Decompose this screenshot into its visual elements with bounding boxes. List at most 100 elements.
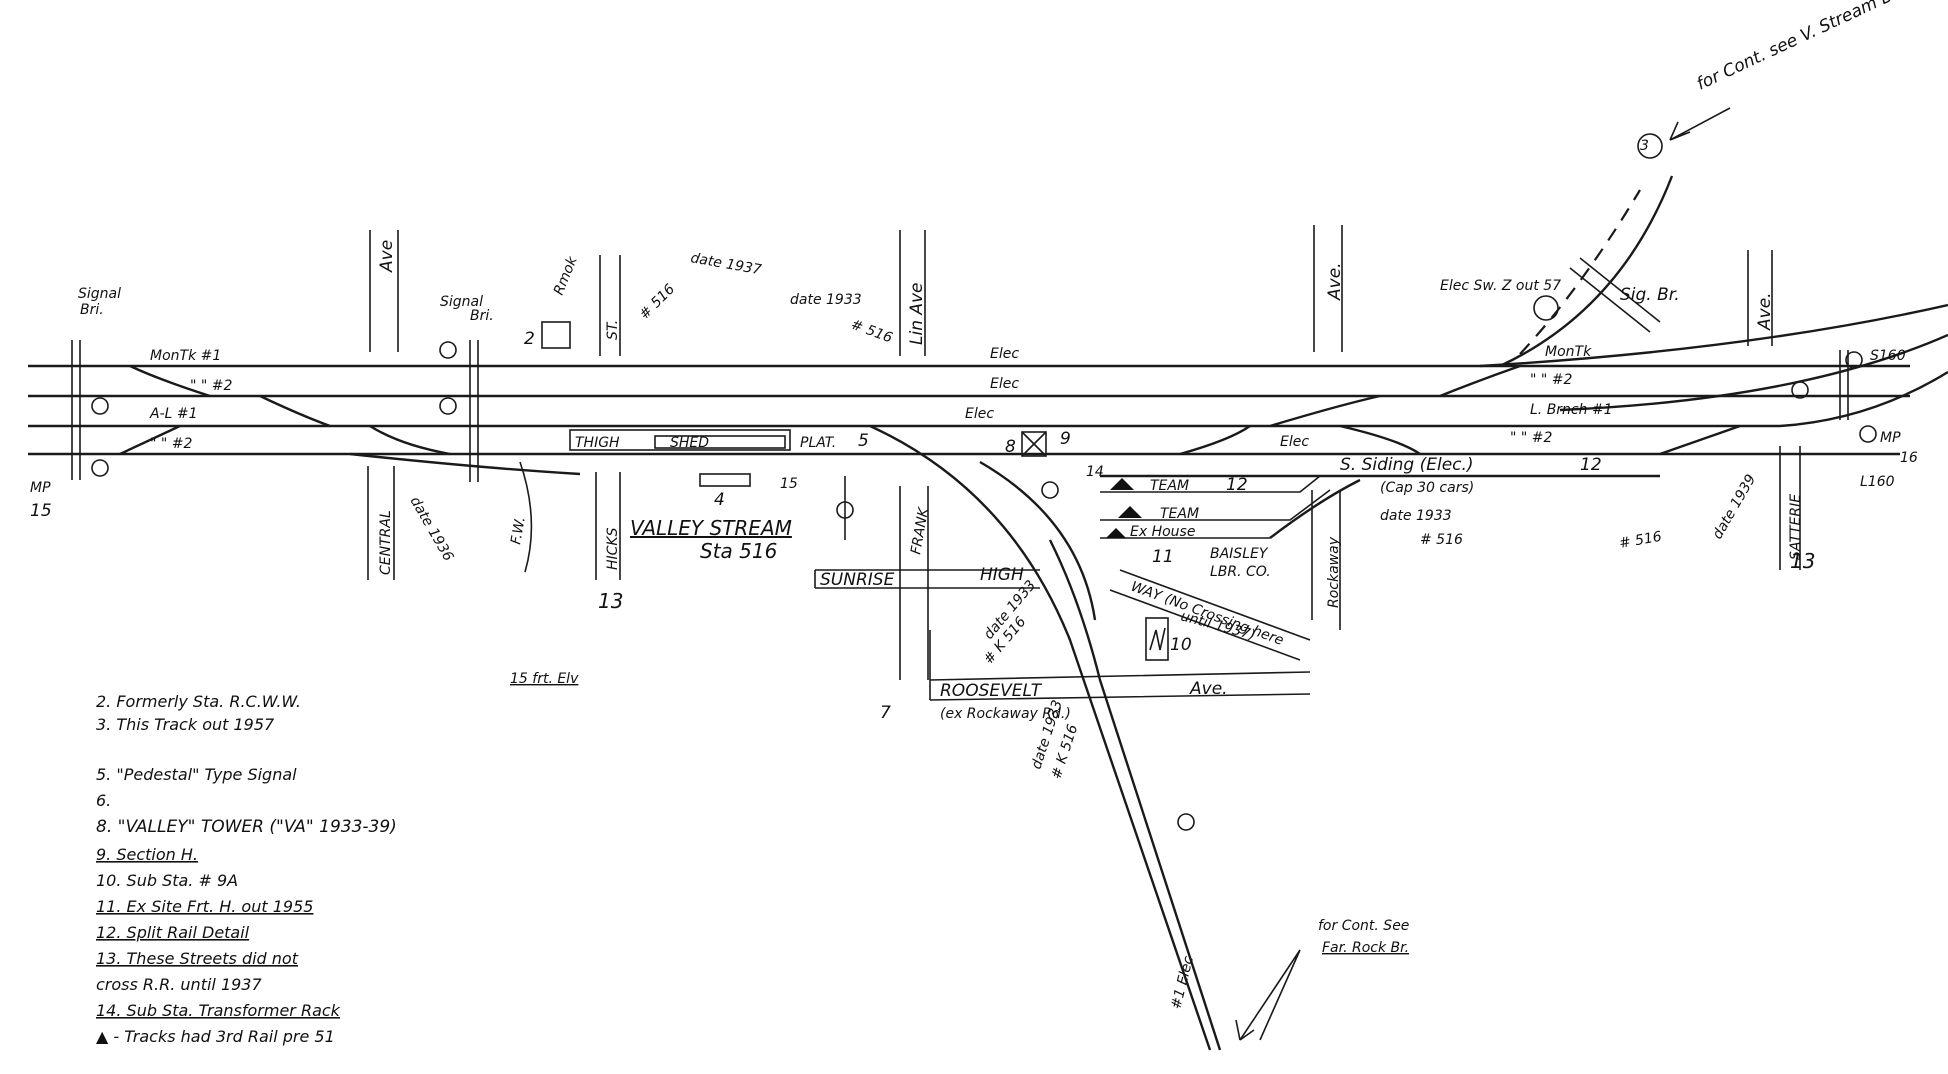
crossover-4	[369, 424, 451, 456]
label-num13a: 13	[598, 589, 623, 613]
label-station-name: VALLEY STREAM	[630, 516, 792, 540]
label-ave2: Ave.	[1325, 262, 1345, 301]
crossover-6	[1269, 394, 1381, 428]
label-num5: 5	[858, 431, 869, 451]
street-lin-ave	[899, 230, 926, 356]
substation-10	[1145, 617, 1169, 661]
label-mp16-num: 16	[1900, 450, 1918, 466]
label-s160: S160	[1870, 348, 1906, 364]
branch-track-inner	[1048, 539, 1222, 1051]
label-date1937: date 1937	[689, 250, 762, 278]
crossover-5	[1439, 364, 1521, 398]
valley-stream-branch	[1499, 107, 1731, 368]
note-11: 14. Sub Sta. Transformer Rack	[96, 1001, 341, 1020]
far-rockaway-branch	[869, 424, 1222, 1051]
third-rail-marker-1	[1110, 478, 1134, 490]
sig-bridge-top-2	[1579, 257, 1661, 323]
label-date1933a: date 1933	[790, 292, 862, 308]
building-4	[699, 473, 751, 487]
signal-2	[91, 459, 109, 477]
crossover-8	[1339, 424, 1421, 455]
label-date1933b: date 1933	[1380, 508, 1452, 524]
crossover-1	[129, 364, 211, 398]
label-montk-right: MonTk	[1545, 344, 1592, 360]
label-num4: 4	[714, 490, 725, 510]
label-elec2: Elec	[990, 376, 1019, 392]
label-mp16: MP	[1880, 430, 1901, 446]
branch-track-mid	[979, 460, 1097, 621]
label-hash516a: # 516	[637, 281, 679, 323]
label-sunrise: SUNRISE	[820, 570, 895, 590]
arrow-for-cont-top	[1669, 107, 1731, 141]
label-montk-right2: " " #2	[1530, 372, 1573, 388]
label-date1936: date 1936	[407, 494, 457, 564]
label-l160: L160	[1860, 474, 1895, 490]
note-4: 8. "VALLEY" TOWER ("VA" 1933-39)	[96, 817, 397, 837]
label-st: ST.	[605, 320, 621, 340]
branch-dashed-track	[1519, 189, 1641, 355]
label-signal-mid2: Bri.	[470, 308, 494, 324]
note-7: 11. Ex Site Frt. H. out 1955	[96, 897, 313, 916]
label-high: HIGH	[980, 565, 1024, 585]
label-elv: 15 frt. Elv	[510, 671, 579, 687]
crossover-7	[1179, 425, 1251, 456]
label-num10: 10	[1170, 635, 1192, 655]
label-elec4: Elec	[1280, 434, 1309, 450]
label-plat: PLAT.	[800, 435, 836, 451]
label-baisley: BAISLEY	[1210, 546, 1269, 562]
third-rail-marker-3	[1106, 528, 1126, 538]
label-ave1: Ave	[377, 240, 397, 273]
label-lbrnch1: L. Brnch #1	[1530, 402, 1613, 418]
track-al-1	[28, 370, 1948, 428]
label-lbrco: LBR. CO.	[1210, 564, 1271, 580]
circle-3-mid	[1533, 295, 1559, 321]
note-9: 13. These Streets did not	[96, 949, 299, 968]
note-0: 2. Formerly Sta. R.C.W.W.	[96, 692, 301, 711]
label-s-siding: S. Siding (Elec.)	[1340, 455, 1474, 475]
street-ave-2	[1313, 225, 1343, 352]
street-central	[367, 466, 395, 580]
label-for-cont-bottom1: for Cont. See	[1318, 918, 1409, 934]
street-rockaway	[1311, 490, 1341, 630]
branch-solid-track	[1499, 175, 1674, 368]
label-num8: 8	[1005, 437, 1016, 457]
track-team-1	[1100, 475, 1321, 493]
label-team1: TEAM	[1150, 478, 1189, 494]
shed	[654, 435, 786, 449]
label-roosevelt-ave: Ave.	[1189, 679, 1228, 699]
track-rockaway-curve	[1269, 478, 1361, 539]
label-num9: 9	[1060, 429, 1071, 449]
signal-3	[439, 341, 457, 359]
street-roosevelt	[929, 671, 1311, 701]
label-num3-top: 3	[1640, 138, 1649, 154]
street-st	[599, 255, 621, 356]
annotation-labels: Signal Bri. Signal Bri. date 1937 # 516 …	[30, 0, 1906, 1041]
label-for-cont-top: for Cont. see V. Stream Br.	[1694, 0, 1906, 95]
label-linave: Lin Ave	[907, 282, 927, 345]
label-ahl2: " " #2	[150, 436, 193, 452]
label-rockaway: Rockaway	[1326, 536, 1342, 608]
note-3: 6.	[96, 791, 111, 810]
street-hicks	[595, 472, 621, 580]
arrow-for-cont-bottom	[1235, 949, 1301, 1041]
label-num7: 7	[880, 703, 891, 723]
notes-legend: 2. Formerly Sta. R.C.W.W. 3. This Track …	[96, 692, 397, 1046]
street-fw	[519, 461, 533, 573]
signal-bridge-left	[71, 340, 81, 480]
tower-8-x	[1021, 431, 1047, 457]
track-upper-curve	[1479, 303, 1948, 368]
label-satterie: SATTERIE	[1788, 494, 1804, 560]
note-1: 3. This Track out 1957	[96, 715, 275, 734]
label-montk1: MonTk #1	[150, 348, 221, 364]
street-sunrise	[815, 569, 1040, 589]
note-10: cross R.R. until 1937	[96, 975, 262, 994]
label-ex-rockaway: (ex Rockaway Rd.)	[940, 706, 1071, 722]
track-lower-curve	[1559, 333, 1948, 412]
label-montk2: " " #2	[190, 378, 233, 394]
circle-3-top	[1637, 133, 1663, 159]
label-way-no-crossing: WAY (No Crossing here	[1129, 579, 1286, 649]
street-frank	[899, 486, 929, 680]
street-satterie	[1779, 446, 1801, 570]
label-num13b: 13	[1790, 549, 1815, 573]
